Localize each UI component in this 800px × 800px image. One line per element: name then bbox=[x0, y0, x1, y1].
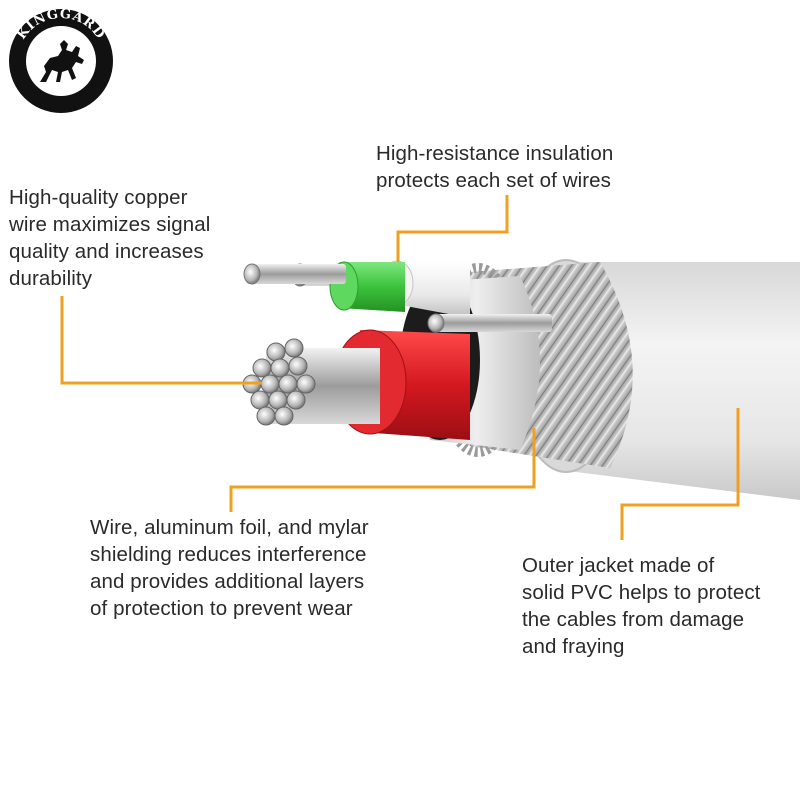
jacket-callout: Outer jacket made of solid PVC helps to … bbox=[522, 552, 760, 660]
copper-callout-line: quality and increases bbox=[9, 240, 204, 263]
jacket-leader bbox=[620, 408, 740, 540]
jacket-callout-line: the cables from damage bbox=[522, 608, 745, 631]
shielding-callout-line: of protection to prevent wear bbox=[90, 597, 353, 620]
red-insulated-wire bbox=[242, 329, 470, 440]
leader-lines bbox=[60, 195, 740, 540]
shielding-callout-line: shielding reduces interference bbox=[90, 543, 367, 566]
kinggard-logo: KINGGARD 2018 bbox=[9, 7, 113, 113]
copper-leader bbox=[60, 296, 262, 385]
copper-callout-line: wire maximizes signal bbox=[9, 213, 211, 236]
shielding-leader bbox=[229, 428, 536, 512]
logo-year-text: 2018 bbox=[42, 80, 80, 98]
insulation-callout: High-resistance insulation protects each… bbox=[376, 140, 613, 194]
jacket-callout-line: and fraying bbox=[522, 635, 625, 658]
shielding-callout: Wire, aluminum foil, and mylar shielding… bbox=[90, 514, 369, 622]
copper-strand-ends bbox=[242, 338, 316, 426]
jacket-callout-line: Outer jacket made of bbox=[522, 554, 715, 577]
copper-wire-callout: High-quality copper wire maximizes signa… bbox=[9, 184, 210, 292]
insulation-callout-line: High-resistance insulation bbox=[376, 142, 614, 165]
insulation-leader bbox=[396, 195, 509, 262]
shielding-callout-line: Wire, aluminum foil, and mylar bbox=[90, 516, 369, 539]
cable-illustration bbox=[242, 259, 800, 500]
shielding-callout-line: and provides additional layers bbox=[90, 570, 365, 593]
jacket-callout-line: solid PVC helps to protect bbox=[522, 581, 761, 604]
drain-wire bbox=[427, 313, 552, 333]
green-insulated-wire bbox=[243, 261, 405, 312]
copper-callout-line: High-quality copper bbox=[9, 186, 188, 209]
copper-callout-line: durability bbox=[9, 267, 93, 290]
insulation-callout-line: protects each set of wires bbox=[376, 169, 612, 192]
horse-rider-icon bbox=[40, 40, 84, 82]
